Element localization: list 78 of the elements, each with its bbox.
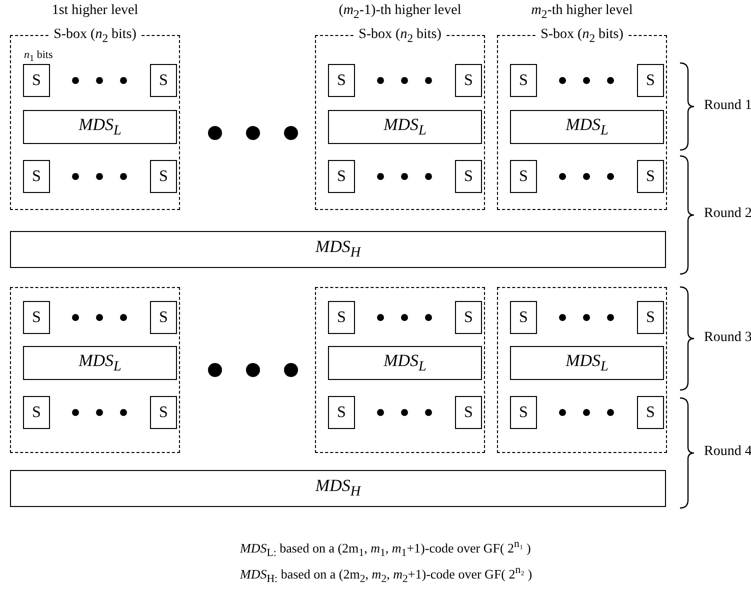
mds-label: MDS$_{L}$ xyxy=(566,350,608,376)
sbox xyxy=(150,396,177,429)
mds-layer xyxy=(328,110,482,144)
sbox-label: S xyxy=(159,72,168,90)
sbox-group xyxy=(497,287,667,453)
mds-layer xyxy=(510,346,664,380)
sbox-label: S xyxy=(646,404,655,422)
sbox xyxy=(150,160,177,193)
sbox-label: S xyxy=(32,308,41,326)
bit-width-label: n$_{1}$ bits xyxy=(24,48,53,63)
sbox-label: S xyxy=(519,168,528,186)
sbox-label: S xyxy=(519,72,528,90)
sbox-label: S xyxy=(337,168,346,186)
sbox-label: S xyxy=(32,72,41,90)
mds-layer xyxy=(10,231,666,268)
sbox xyxy=(455,396,482,429)
sbox-label: S xyxy=(337,404,346,422)
sbox-label: S xyxy=(646,168,655,186)
sbox-group xyxy=(10,287,180,453)
sbox-label: S xyxy=(646,72,655,90)
sbox-label: S xyxy=(32,168,41,186)
sbox-label: S xyxy=(337,72,346,90)
sbox-label: S xyxy=(646,308,655,326)
sbox xyxy=(637,64,664,97)
mds-layer xyxy=(23,110,177,144)
sbox-group xyxy=(315,3,485,210)
sbox-group xyxy=(497,3,667,210)
sbox-group xyxy=(315,287,485,453)
sbox-label: S xyxy=(464,308,473,326)
legend-note: MDS$_{L:}$ based on a (2m$_{1}$, m$_{1}$, m$_{1}$+1)-code over GF( 2$^{n₁}$ ) xyxy=(240,538,531,559)
sbox-label: S xyxy=(464,72,473,90)
sbox xyxy=(23,301,50,334)
sbox xyxy=(637,301,664,334)
sbox-label: S xyxy=(519,404,528,422)
sbox xyxy=(328,396,355,429)
round-label: Round 2 xyxy=(704,206,751,222)
round-label: Round 1 xyxy=(704,98,751,114)
sbox xyxy=(510,396,537,429)
mds-layer xyxy=(10,470,666,507)
mds-label: MDS$_{L}$ xyxy=(78,114,122,140)
mds-label: MDS$_{L}$ xyxy=(78,350,122,376)
sbox xyxy=(510,160,537,193)
sbox xyxy=(328,301,355,334)
round-label: Round 3 xyxy=(704,330,751,346)
mds-layer xyxy=(510,110,664,144)
sbox xyxy=(23,160,50,193)
mds-label: MDS$_{H}$ xyxy=(315,237,361,262)
sbox-label: S xyxy=(519,308,528,326)
sbox-label: S xyxy=(159,168,168,186)
sbox-group xyxy=(10,3,180,210)
sbox xyxy=(455,160,482,193)
sbox xyxy=(455,64,482,97)
mds-layer xyxy=(23,346,177,380)
sbox-label: S xyxy=(464,168,473,186)
sbox xyxy=(637,396,664,429)
sbox xyxy=(23,396,50,429)
group-heading: m$_{2}$-th higher level xyxy=(530,3,634,21)
sbox xyxy=(150,64,177,97)
sbox-label: S xyxy=(464,404,473,422)
sbox xyxy=(455,301,482,334)
group-heading: 1st higher level xyxy=(50,3,140,19)
sbox-label: S xyxy=(159,308,168,326)
sbox xyxy=(150,301,177,334)
legend-note: MDS$_{H:}$ based on a (2m$_{2}$, m$_{2}$, m$_{2}$+1)-code over GF( 2$^{n₂}$ ) xyxy=(240,564,532,585)
mds-label: MDS$_{L}$ xyxy=(384,114,426,140)
mds-layer xyxy=(328,346,482,380)
group-heading: (m$_{2}$-1)-th higher level xyxy=(338,3,462,21)
mds-label: MDS$_{L}$ xyxy=(384,350,426,376)
sbox-label: S xyxy=(159,404,168,422)
sbox xyxy=(510,301,537,334)
sbox xyxy=(637,160,664,193)
sbox xyxy=(510,64,537,97)
sbox-label: S xyxy=(337,308,346,326)
sbox xyxy=(328,64,355,97)
sbox-label: S xyxy=(32,404,41,422)
mds-label: MDS$_{L}$ xyxy=(566,114,608,140)
sbox xyxy=(328,160,355,193)
mds-label: MDS$_{H}$ xyxy=(315,476,361,501)
